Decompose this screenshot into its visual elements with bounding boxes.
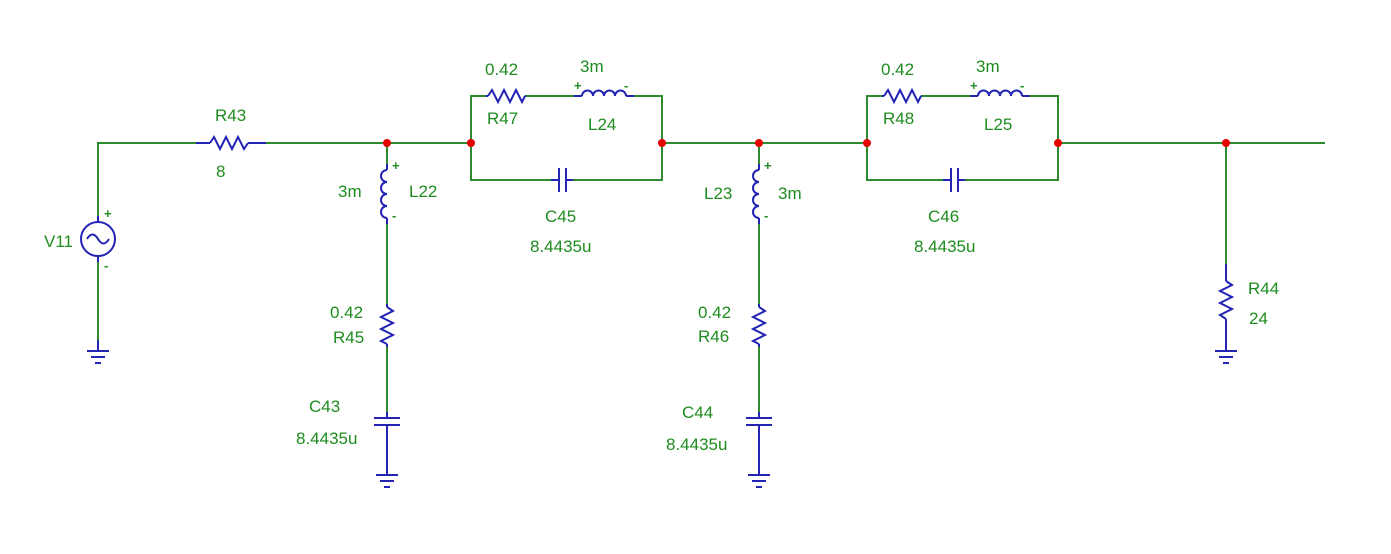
r46-ref-label: R46 [698, 327, 729, 346]
v11-minus-sign: - [104, 258, 108, 273]
l25-ref-label: L25 [984, 115, 1012, 134]
v11-voltage-source[interactable] [80, 216, 116, 262]
c45-capacitor[interactable] [551, 168, 573, 192]
v11-ref-label: V11 [44, 232, 73, 251]
l23-plus-sign: + [764, 158, 772, 173]
r46-value-label: 0.42 [698, 303, 731, 322]
l23-inductor[interactable] [752, 164, 760, 224]
c46-value-label: 8.4435u [914, 237, 975, 256]
c46-ref-label: C46 [928, 207, 959, 226]
wires [97, 95, 1325, 412]
wire-tank1-bottom-left [470, 143, 551, 181]
wire-v11-to-r43 [97, 142, 196, 222]
r47-ref-label: R47 [487, 109, 518, 128]
wire-tank1-top-left [470, 95, 486, 143]
r43-ref-label: R43 [215, 106, 246, 125]
junction-dot [658, 139, 666, 147]
wire-tank1-bottom-right [573, 143, 663, 181]
wire-tank2-top-right [1030, 95, 1059, 143]
wire-tank2-top-left [866, 95, 882, 143]
l25-plus-sign: + [970, 78, 978, 93]
wire-tank2-bottom-left [866, 143, 943, 181]
junction-dot [863, 139, 871, 147]
r47-value-label: 0.42 [485, 60, 518, 79]
l22-minus-sign: - [392, 208, 396, 223]
r47-resistor[interactable] [486, 87, 526, 105]
r45-value-label: 0.42 [330, 303, 363, 322]
c46-capacitor[interactable] [943, 168, 965, 192]
ground-symbol-c44 [748, 474, 770, 488]
junction-dot [383, 139, 391, 147]
r46-resistor[interactable] [750, 304, 768, 347]
l25-value-label: 3m [976, 57, 1000, 76]
junction-dot [467, 139, 475, 147]
l23-minus-sign: - [764, 208, 768, 223]
wire-tank2-bottom-right [965, 143, 1059, 181]
r48-value-label: 0.42 [881, 60, 914, 79]
junction-dot [1222, 139, 1230, 147]
c45-value-label: 8.4435u [530, 237, 591, 256]
l25-minus-sign: - [1020, 78, 1024, 93]
r45-resistor[interactable] [378, 304, 396, 347]
v11-plus-sign: + [104, 206, 112, 221]
r44-resistor[interactable] [1217, 264, 1235, 350]
l24-inductor[interactable] [574, 89, 634, 97]
l24-plus-sign: + [574, 78, 582, 93]
junctions [383, 139, 1230, 147]
wire-tank1-top-right [634, 95, 663, 143]
r48-ref-label: R48 [883, 109, 914, 128]
junction-dot [755, 139, 763, 147]
l24-minus-sign: - [624, 78, 628, 93]
l22-inductor[interactable] [380, 164, 388, 224]
r43-resistor[interactable] [196, 134, 266, 152]
c43-value-label: 8.4435u [296, 429, 357, 448]
c43-capacitor[interactable] [374, 412, 400, 474]
l23-value-label: 3m [778, 184, 802, 203]
junction-dot [1054, 139, 1062, 147]
c45-ref-label: C45 [545, 207, 576, 226]
r44-ref-label: R44 [1248, 279, 1279, 298]
l25-inductor[interactable] [970, 89, 1030, 97]
r43-value-label: 8 [216, 162, 225, 181]
l22-plus-sign: + [392, 158, 400, 173]
l24-value-label: 3m [580, 57, 604, 76]
r44-value-label: 24 [1249, 309, 1268, 328]
c44-capacitor[interactable] [746, 412, 772, 474]
c43-ref-label: C43 [309, 397, 340, 416]
ground-symbol-r44 [1215, 350, 1237, 364]
r48-resistor[interactable] [882, 87, 922, 105]
c44-value-label: 8.4435u [666, 435, 727, 454]
ground-symbol-c43 [376, 474, 398, 488]
l22-ref-label: L22 [409, 182, 437, 201]
r45-ref-label: R45 [333, 328, 364, 347]
l23-ref-label: L23 [704, 184, 732, 203]
ground-symbol-v11 [87, 340, 109, 364]
c44-ref-label: C44 [682, 403, 713, 422]
l22-value-label: 3m [338, 182, 362, 201]
l24-ref-label: L24 [588, 115, 616, 134]
